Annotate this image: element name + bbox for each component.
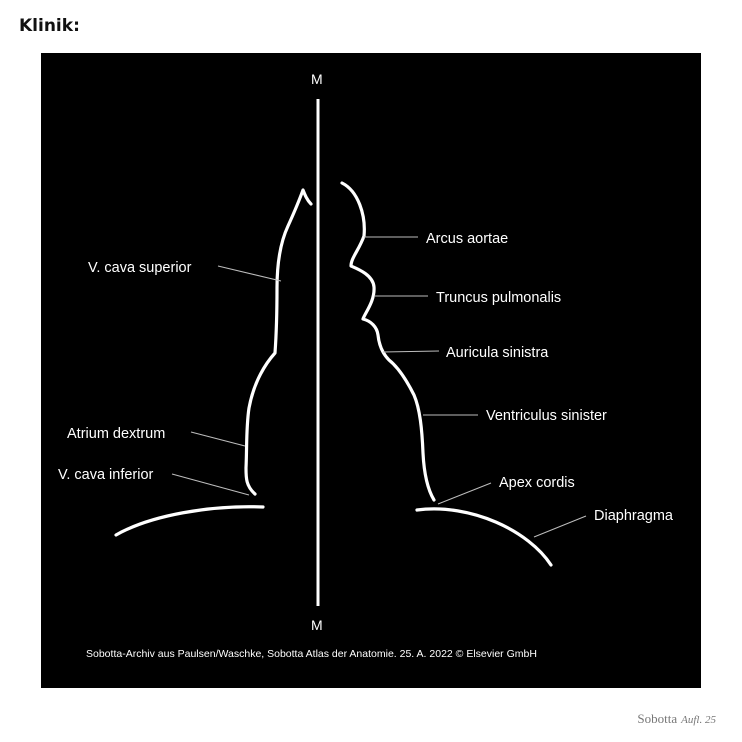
leader-v-cava-superior bbox=[217, 265, 282, 282]
leader-auricula-sinistra bbox=[382, 350, 440, 353]
label-diaphragma: Diaphragma bbox=[594, 508, 674, 524]
label-truncus-pulmonalis: Truncus pulmonalis bbox=[436, 290, 561, 306]
label-auricula-sinistra: Auricula sinistra bbox=[446, 345, 549, 361]
label-apex-cordis: Apex cordis bbox=[499, 475, 575, 491]
diaphragm-left-dome bbox=[114, 505, 265, 537]
right-heart-border bbox=[244, 188, 313, 496]
leader-diaphragma bbox=[533, 515, 587, 538]
leader-atrium-dextrum bbox=[190, 431, 246, 447]
figure-caption: Sobotta-Archiv aus Paulsen/Waschke, Sobo… bbox=[86, 648, 537, 660]
section-heading: Klinik: bbox=[19, 16, 80, 36]
label-atrium-dextrum: Atrium dextrum bbox=[67, 426, 165, 442]
midline-label-top: M bbox=[311, 71, 323, 87]
label-v-cava-inferior: V. cava inferior bbox=[58, 467, 154, 483]
label-ventriculus-sinister: Ventriculus sinister bbox=[486, 408, 607, 424]
label-arcus-aortae: Arcus aortae bbox=[426, 231, 508, 247]
left-heart-border bbox=[340, 181, 436, 502]
footer-brand: Sobotta bbox=[637, 711, 678, 726]
footer-edition: Aufl. 25 bbox=[681, 714, 716, 726]
midline-label-bottom: M bbox=[311, 617, 323, 633]
leader-apex-cordis bbox=[437, 482, 492, 505]
diaphragm-right-dome bbox=[415, 507, 553, 567]
heart-silhouette-diagram: M M V. cava superior Atrium dextrum V. c… bbox=[58, 71, 674, 660]
heart-silhouette-figure: M M V. cava superior Atrium dextrum V. c… bbox=[41, 53, 701, 688]
label-v-cava-superior: V. cava superior bbox=[88, 260, 192, 276]
leader-v-cava-inferior bbox=[171, 473, 250, 496]
